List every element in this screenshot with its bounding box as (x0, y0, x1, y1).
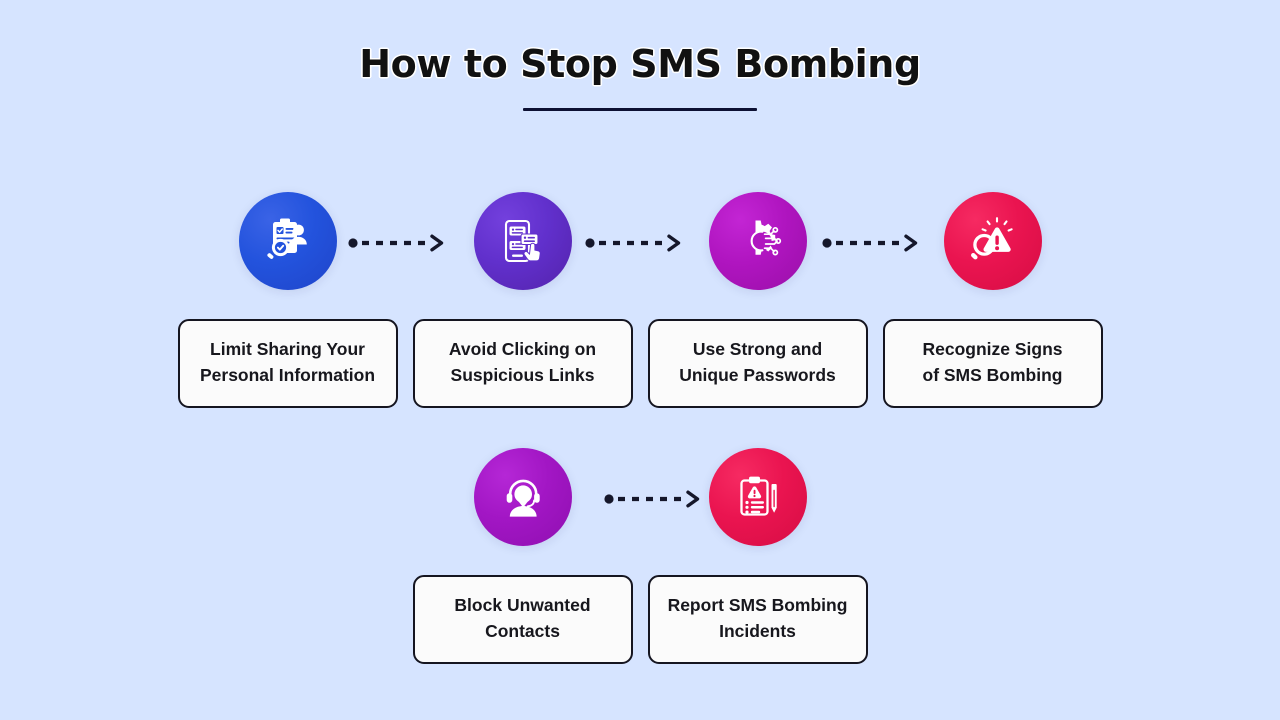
step-1-icon-circle[interactable] (238, 192, 337, 290)
step-6-label-box[interactable]: Report SMS Bombing Incidents (647, 575, 868, 664)
step-6-label-line-1: Report SMS Bombing (667, 595, 848, 615)
title-block: How to Stop SMS Bombing (0, 42, 1280, 111)
step-5-label-line-2: Contacts (485, 620, 560, 641)
step-6-label-line-2: Incidents (719, 620, 796, 641)
step-group-4[interactable]: Recognize Signs of SMS Bombing (875, 192, 1110, 408)
step-group-3[interactable]: Use Strong and Unique Passwords (640, 192, 875, 408)
step-3-icon-circle[interactable] (708, 192, 807, 290)
arrow-5-to-6 (604, 490, 700, 508)
headset-support-agent-icon (496, 470, 550, 524)
phone-message-tap-icon (496, 214, 550, 268)
steps-row-bottom: Block Unwanted Contacts (0, 448, 1280, 664)
step-3-label-line-1: Use Strong and (692, 339, 823, 359)
step-group-1[interactable]: Limit Sharing Your Personal Information (170, 192, 405, 408)
step-5-icon-circle[interactable] (473, 448, 572, 546)
step-4-label-box[interactable]: Recognize Signs of SMS Bombing (882, 319, 1103, 408)
title-underline-rule (523, 107, 757, 111)
step-4-label-line-2: of SMS Bombing (922, 364, 1063, 385)
step-5-label-box[interactable]: Block Unwanted Contacts (412, 575, 633, 664)
arrow-1-to-2 (348, 234, 444, 252)
step-2-label-line-1: Avoid Clicking on (448, 339, 597, 359)
step-4-label-line-1: Recognize Signs (922, 339, 1063, 359)
step-group-6[interactable]: Report SMS Bombing Incidents (640, 448, 875, 664)
page-title: How to Stop SMS Bombing (359, 42, 921, 86)
step-4-icon-circle[interactable] (943, 192, 1042, 290)
step-1-label-line-1: Limit Sharing Your (210, 339, 365, 359)
steps-row-top: Limit Sharing Your Personal Information (0, 192, 1280, 408)
step-2-label-line-2: Suspicious Links (450, 364, 595, 385)
step-3-label-box[interactable]: Use Strong and Unique Passwords (647, 319, 868, 408)
magnifier-warning-icon (966, 214, 1020, 268)
step-3-label-line-2: Unique Passwords (679, 364, 836, 385)
gear-circuit-icon (731, 214, 785, 268)
clipboard-person-search-icon (260, 213, 316, 269)
step-group-2[interactable]: Avoid Clicking on Suspicious Links (405, 192, 640, 408)
arrow-2-to-3 (585, 234, 681, 252)
step-1-label-line-2: Personal Information (199, 364, 376, 385)
step-1-label-box[interactable]: Limit Sharing Your Personal Information (177, 319, 398, 408)
step-2-icon-circle[interactable] (473, 192, 572, 290)
step-group-5[interactable]: Block Unwanted Contacts (405, 448, 640, 664)
arrow-3-to-4 (822, 234, 918, 252)
step-6-icon-circle[interactable] (708, 448, 807, 546)
clipboard-report-pen-icon (731, 470, 785, 524)
step-5-label-line-1: Block Unwanted (454, 595, 591, 615)
step-2-label-box[interactable]: Avoid Clicking on Suspicious Links (412, 319, 633, 408)
